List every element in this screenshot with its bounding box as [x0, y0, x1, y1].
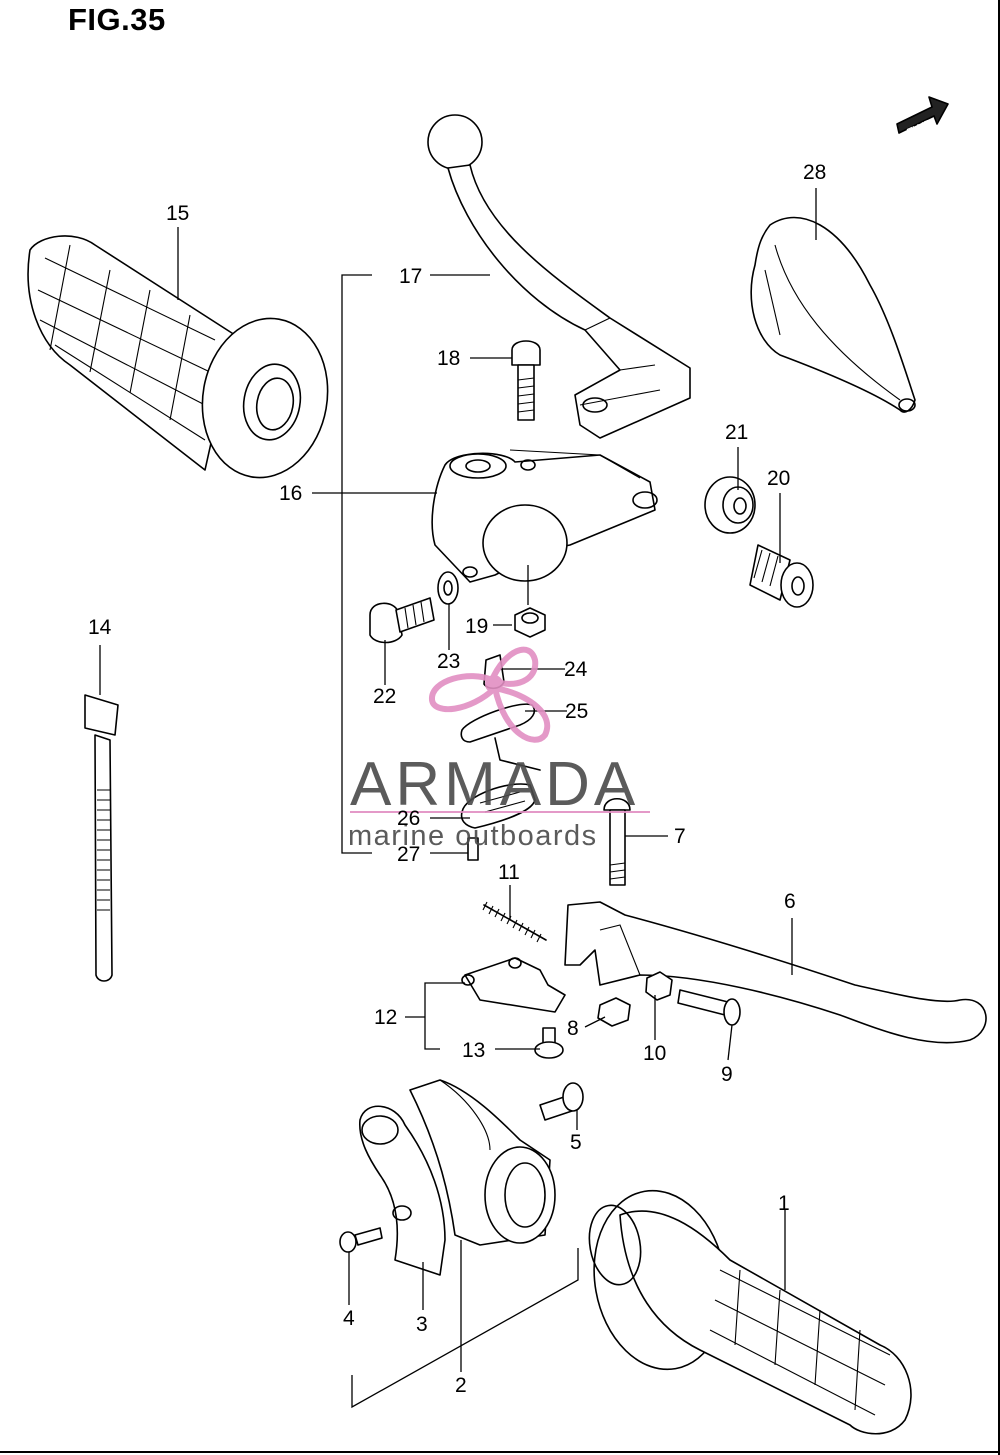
- group-bracket-upper: [341, 274, 372, 854]
- callout-1: 1: [778, 1192, 790, 1215]
- adjuster-bolt-part: [749, 544, 814, 608]
- watermark-tagline: marine outboards: [348, 820, 598, 852]
- callout-18: 18: [437, 347, 460, 370]
- callout-4: 4: [343, 1307, 355, 1330]
- callout-10: 10: [643, 1042, 666, 1065]
- callout-11: 11: [498, 861, 520, 884]
- figure-title: FIG.35: [68, 2, 166, 37]
- switch-plate-part: [460, 703, 541, 771]
- callout-15: 15: [166, 202, 189, 225]
- callout-9: 9: [721, 1063, 733, 1086]
- callout-27: 27: [397, 843, 420, 866]
- holder-bolt-part: [369, 597, 435, 644]
- callout-14: 14: [88, 616, 112, 639]
- callout-28: 28: [803, 161, 826, 184]
- callout-16: 16: [279, 482, 302, 505]
- callout-13: 13: [462, 1039, 485, 1062]
- pivot-bolt-part: [603, 797, 631, 886]
- callout-3: 3: [416, 1313, 428, 1336]
- throttle-cover-part: [359, 1105, 446, 1276]
- leader-lines: [99, 188, 817, 1372]
- callout-26: 26: [397, 807, 420, 830]
- watermark: ARMADA marine outboards: [348, 646, 650, 852]
- brake-switch-part: [461, 957, 566, 1013]
- callout-labels: 1 2 3 4 5 6 7 8 9 10 11 12 13 14 15 16 1…: [88, 161, 826, 1397]
- screw-13-part: [534, 1027, 564, 1059]
- callout-20: 20: [767, 467, 790, 490]
- callout-19: 19: [465, 615, 488, 638]
- screw-9-part: [677, 989, 741, 1026]
- nut-10-part: [645, 971, 673, 1001]
- cable-tie-part: [84, 694, 119, 982]
- callout-22: 22: [373, 685, 396, 708]
- callout-12: 12: [374, 1006, 397, 1029]
- callout-6: 6: [784, 890, 796, 913]
- bolt-5-part: [539, 1082, 584, 1121]
- grip-right-part: [588, 1189, 912, 1435]
- nut-8-part: [597, 997, 631, 1027]
- callout-23: 23: [437, 650, 460, 673]
- callout-24: 24: [564, 658, 588, 681]
- washer-part: [437, 571, 459, 605]
- lever-bolt-part: [511, 340, 541, 421]
- brake-lever-part: [564, 901, 987, 1044]
- adjuster-nut-part: [704, 476, 756, 534]
- callout-8: 8: [567, 1017, 579, 1040]
- lever-holder-part: [431, 449, 658, 583]
- group-bracket-lower: [351, 1248, 579, 1409]
- throttle-housing-part: [409, 1079, 556, 1246]
- nut-19-part: [514, 607, 546, 638]
- clutch-lever-part: [427, 114, 691, 439]
- watermark-brand: ARMADA: [350, 750, 639, 819]
- propeller-logo-icon: [429, 646, 550, 743]
- lever-cover-part: [750, 216, 916, 413]
- callout-21: 21: [725, 421, 748, 444]
- screw-4-part: [339, 1227, 383, 1253]
- callout-2: 2: [455, 1374, 467, 1397]
- callout-25: 25: [565, 700, 588, 723]
- fwd-arrow-icon: FWD: [896, 96, 949, 140]
- callout-5: 5: [570, 1131, 582, 1154]
- callout-17: 17: [399, 265, 422, 288]
- callout-7: 7: [674, 825, 686, 848]
- spring-part: [482, 901, 547, 943]
- grip-left-part: [27, 235, 329, 479]
